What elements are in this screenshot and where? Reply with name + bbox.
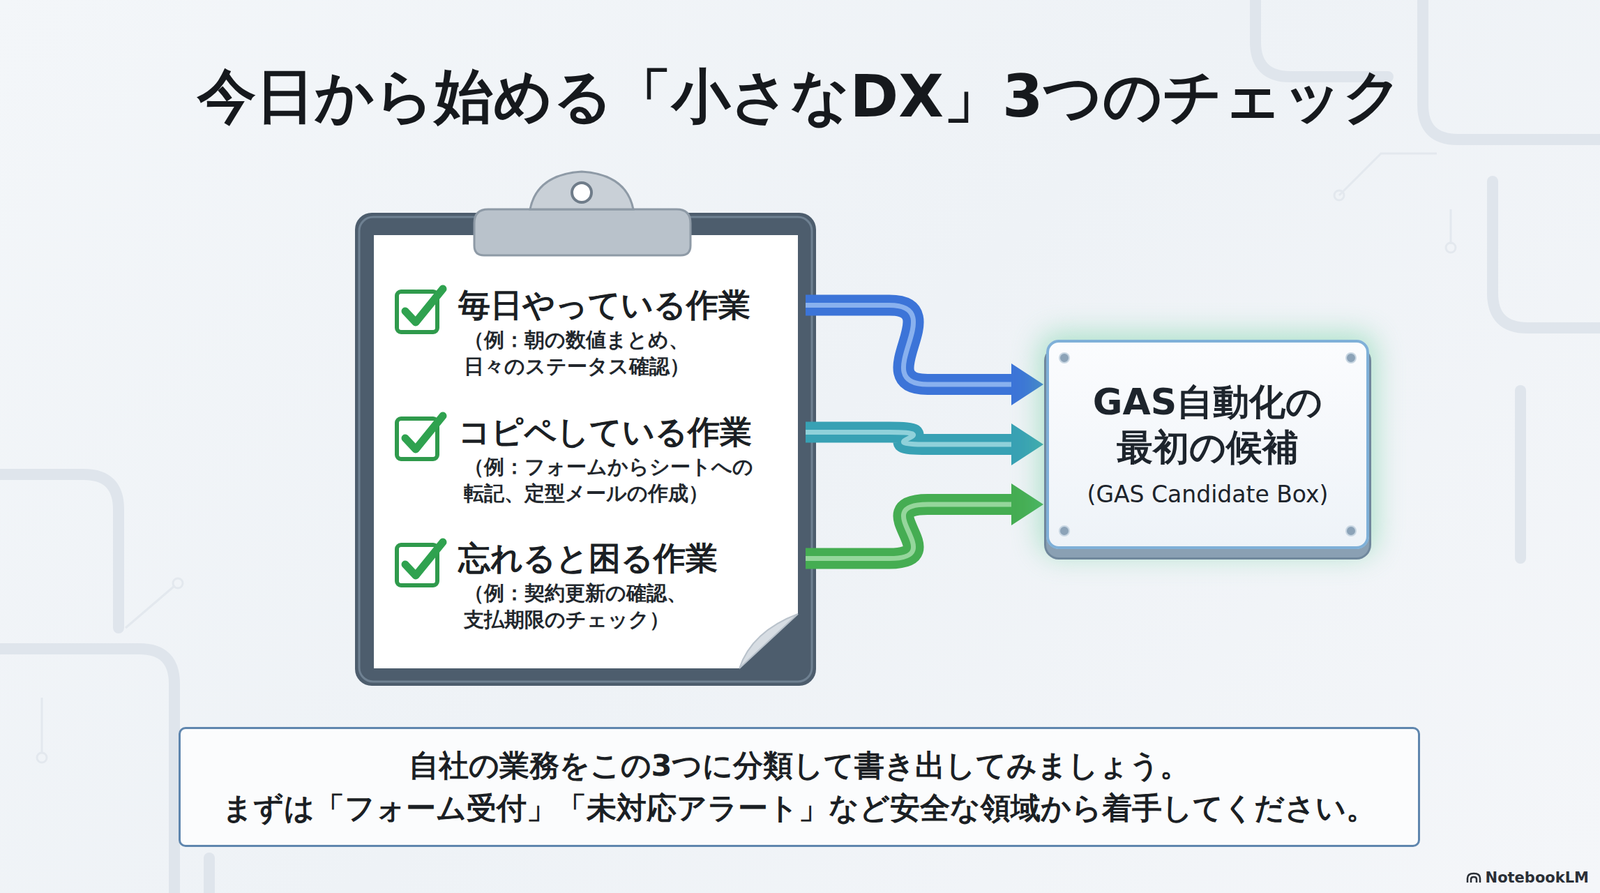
watermark: NotebookLM [1466,869,1589,886]
flow-arrow [805,423,1044,466]
heading-text: 忘れると困る作業 [458,539,806,578]
item-text-column: 毎日やっている作業（例：朝の数値まとめ、 日々のステータス確認） [458,285,806,381]
circuit-decoration [36,153,1456,763]
diagram-title: 今日から始める「小さなDX」3つのチェック [0,61,1600,132]
item-text-column: コピペしている作業（例：フォームからシートへの 転記、定型メールの作成） [458,412,806,508]
arrow-head [1011,423,1044,466]
arrow-band [805,504,1016,559]
example-text: （例：契約更新の確認、 支払期限のチェック） [463,580,806,633]
check-icon [392,534,449,591]
screw-dot [1058,352,1070,364]
watermark-text: NotebookLM [1485,869,1589,886]
arrow-band [805,432,1016,445]
flow-arrow [805,305,1044,406]
screw-dot [1345,525,1357,537]
clipboard-illustration [355,171,817,686]
screw-dot [1345,352,1357,364]
check-icon [392,408,449,465]
heading-text: コピペしている作業 [458,412,806,452]
heading-text: GAS自動化の 最初の候補 [1065,379,1350,471]
check-icon [392,281,449,338]
arrow-band [805,305,1016,385]
arrow-highlight [805,305,1016,385]
subtitle-text: (GAS Candidate Box) [1087,479,1329,510]
candidate-box: GAS自動化の 最初の候補 (GAS Candidate Box) [1046,339,1370,549]
watermark-icon [1466,871,1482,883]
item-text-column: 忘れると困る作業（例：契約更新の確認、 支払期限のチェック） [458,539,806,634]
example-text: （例：朝の数値まとめ、 日々のステータス確認） [463,327,806,380]
note-box: 自社の業務をこの3つに分類して書き出してみましょう。 まずは「フォーム受付」「未… [178,726,1421,847]
flow-arrow [805,483,1044,559]
heading-text: 毎日やっている作業 [458,285,806,325]
checklist-item: コピペしている作業（例：フォームからシートへの 転記、定型メールの作成） [392,412,806,508]
note-text: 自社の業務をこの3つに分類して書き出してみましょう。 まずは「フォーム受付」「未… [201,744,1398,830]
arrow-highlight [805,432,1016,445]
arrow-highlight [805,504,1016,559]
screw-dot [1058,525,1070,537]
checklist-item: 忘れると困る作業（例：契約更新の確認、 支払期限のチェック） [392,539,806,634]
arrow-head [1011,483,1044,526]
arrow-head [1011,363,1044,406]
example-text: （例：フォームからシートへの 転記、定型メールの作成） [463,454,806,507]
checklist-item: 毎日やっている作業（例：朝の数値まとめ、 日々のステータス確認） [392,285,806,381]
